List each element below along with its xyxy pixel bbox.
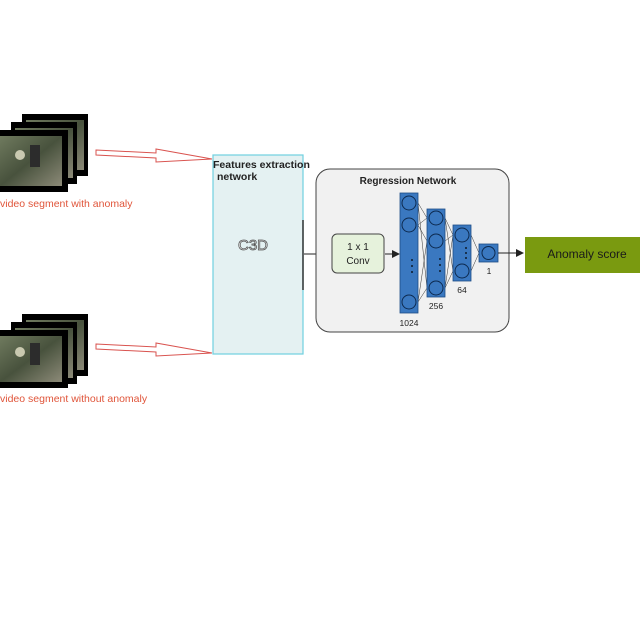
conv-label-line2: Conv	[346, 256, 369, 267]
fc-layer-1024-label: 1024	[400, 318, 419, 328]
video-stack-with-anomaly	[0, 114, 88, 192]
anomaly-score-box	[525, 237, 640, 273]
conv-box	[331, 233, 385, 274]
input-label-without-anomaly: video segment without anomaly	[0, 393, 148, 405]
anomaly-score-label: Anomaly score	[547, 247, 627, 261]
feature-extraction-box	[212, 154, 304, 355]
layer-connections	[417, 202, 480, 303]
arrow-top-to-extractor	[95, 148, 213, 163]
fc-layer-1-label: 1	[487, 266, 492, 276]
feature-extraction-title-line2: network	[217, 171, 257, 183]
fc-layer-1024	[399, 192, 419, 314]
fc-layer-64-label: 64	[457, 285, 467, 295]
feature-extraction-title-line1: Features extraction	[213, 159, 310, 171]
fc-layer-64	[452, 224, 472, 282]
input-label-with-anomaly: video segment with anomaly	[0, 198, 133, 210]
conv-label-line1: 1 x 1	[347, 242, 369, 253]
fc-layer-256-label: 256	[429, 301, 443, 311]
c3d-label: C3D	[238, 237, 268, 254]
arrow-bottom-to-extractor	[95, 342, 213, 357]
fc-layer-1	[478, 243, 499, 263]
video-stack-without-anomaly	[0, 314, 88, 388]
fc-layer-256	[426, 208, 446, 298]
regression-network-title: Regression Network	[360, 176, 457, 187]
